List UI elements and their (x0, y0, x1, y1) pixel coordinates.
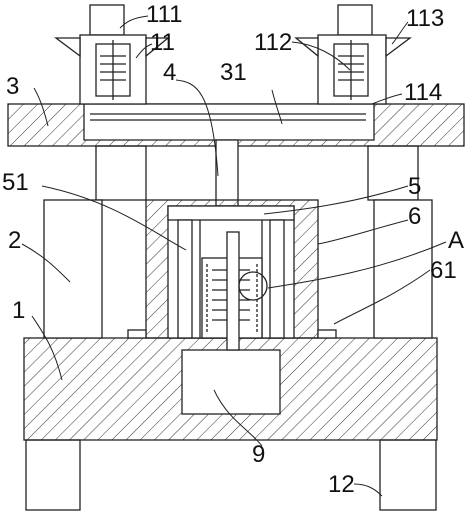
label-1: 1 (12, 297, 25, 324)
label-114: 114 (404, 79, 442, 106)
right-pillar (373, 199, 433, 339)
label-111: 111 (146, 1, 182, 28)
detail-circle-a (238, 271, 268, 301)
motor-box-9 (181, 349, 281, 415)
left-motor-cap (89, 4, 125, 36)
shaft-4 (215, 139, 239, 207)
t-frame-31 (83, 103, 375, 141)
label-3: 3 (6, 73, 19, 100)
left-pillar-2 (43, 199, 103, 339)
label-6: 6 (408, 203, 421, 230)
label-112: 112 (254, 29, 292, 56)
left-column (95, 145, 147, 201)
label-5: 5 (408, 173, 421, 200)
label-2: 2 (8, 227, 21, 254)
right-motor-cap (337, 4, 373, 36)
inner-guide-left (177, 219, 193, 339)
label-31: 31 (220, 59, 247, 86)
inner-guide-right (269, 219, 285, 339)
label-12: 12 (328, 471, 355, 498)
label-9: 9 (252, 441, 265, 468)
right-foot-12 (379, 439, 437, 511)
label-61: 61 (430, 257, 457, 284)
label-11: 11 (150, 29, 175, 56)
label-51: 51 (2, 169, 29, 196)
label-113: 113 (406, 5, 444, 32)
label-a: A (448, 227, 464, 254)
piston-5 (167, 205, 295, 221)
label-4: 4 (163, 59, 176, 86)
right-column (367, 145, 419, 201)
left-foot (25, 439, 81, 511)
central-rod (226, 231, 240, 351)
